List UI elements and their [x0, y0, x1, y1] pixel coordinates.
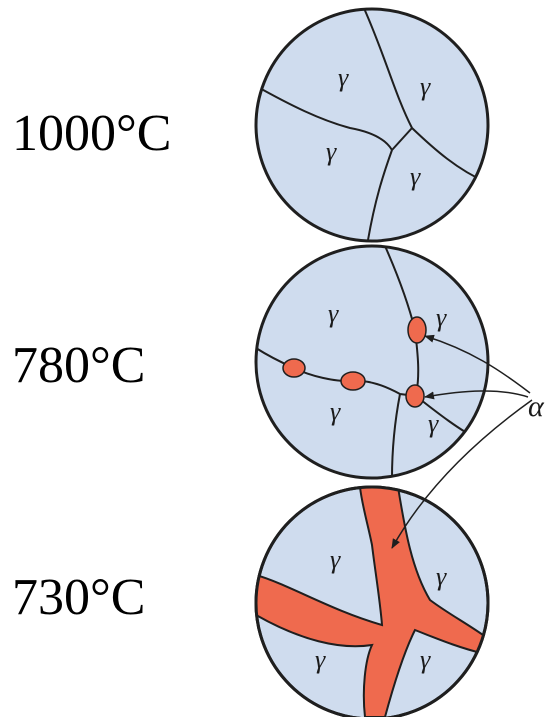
gamma-label-780-d: γ — [428, 409, 439, 438]
grain-circle-730: γ γ γ γ — [254, 485, 490, 717]
ferrite-callout: α — [391, 334, 545, 549]
temperature-label-1000: 1000°C — [12, 105, 172, 162]
gamma-label-730-b: γ — [436, 562, 447, 591]
temperature-label-730: 730°C — [12, 569, 146, 626]
gamma-label-730-d: γ — [420, 645, 431, 674]
gamma-label-730-c: γ — [315, 645, 326, 674]
temperature-label-780: 780°C — [12, 337, 146, 394]
gamma-label-780-b: γ — [436, 303, 447, 332]
gamma-label-730-a: γ — [330, 545, 341, 574]
ferrite-nucleus-1 — [282, 358, 306, 378]
gamma-label-1000-d: γ — [410, 162, 421, 191]
alpha-label: α — [528, 390, 545, 423]
gamma-label-1000-a: γ — [338, 63, 349, 92]
gamma-label-780-a: γ — [328, 299, 339, 328]
gamma-label-780-c: γ — [330, 397, 341, 426]
ferrite-nucleus-4 — [405, 384, 425, 408]
ferrite-nucleus-2 — [340, 371, 366, 391]
ferrite-nucleus-3 — [407, 316, 427, 344]
arrow-to-nucleus-lower — [424, 390, 529, 400]
grain-circle-1000: γ γ γ γ — [254, 7, 490, 243]
grain-circle-780: γ γ γ γ — [254, 244, 490, 480]
arrow-to-nucleus-upper — [424, 334, 531, 394]
arrow-to-ferrite-network — [391, 399, 533, 549]
gamma-label-1000-b: γ — [420, 72, 431, 101]
gamma-label-1000-c: γ — [326, 137, 337, 166]
